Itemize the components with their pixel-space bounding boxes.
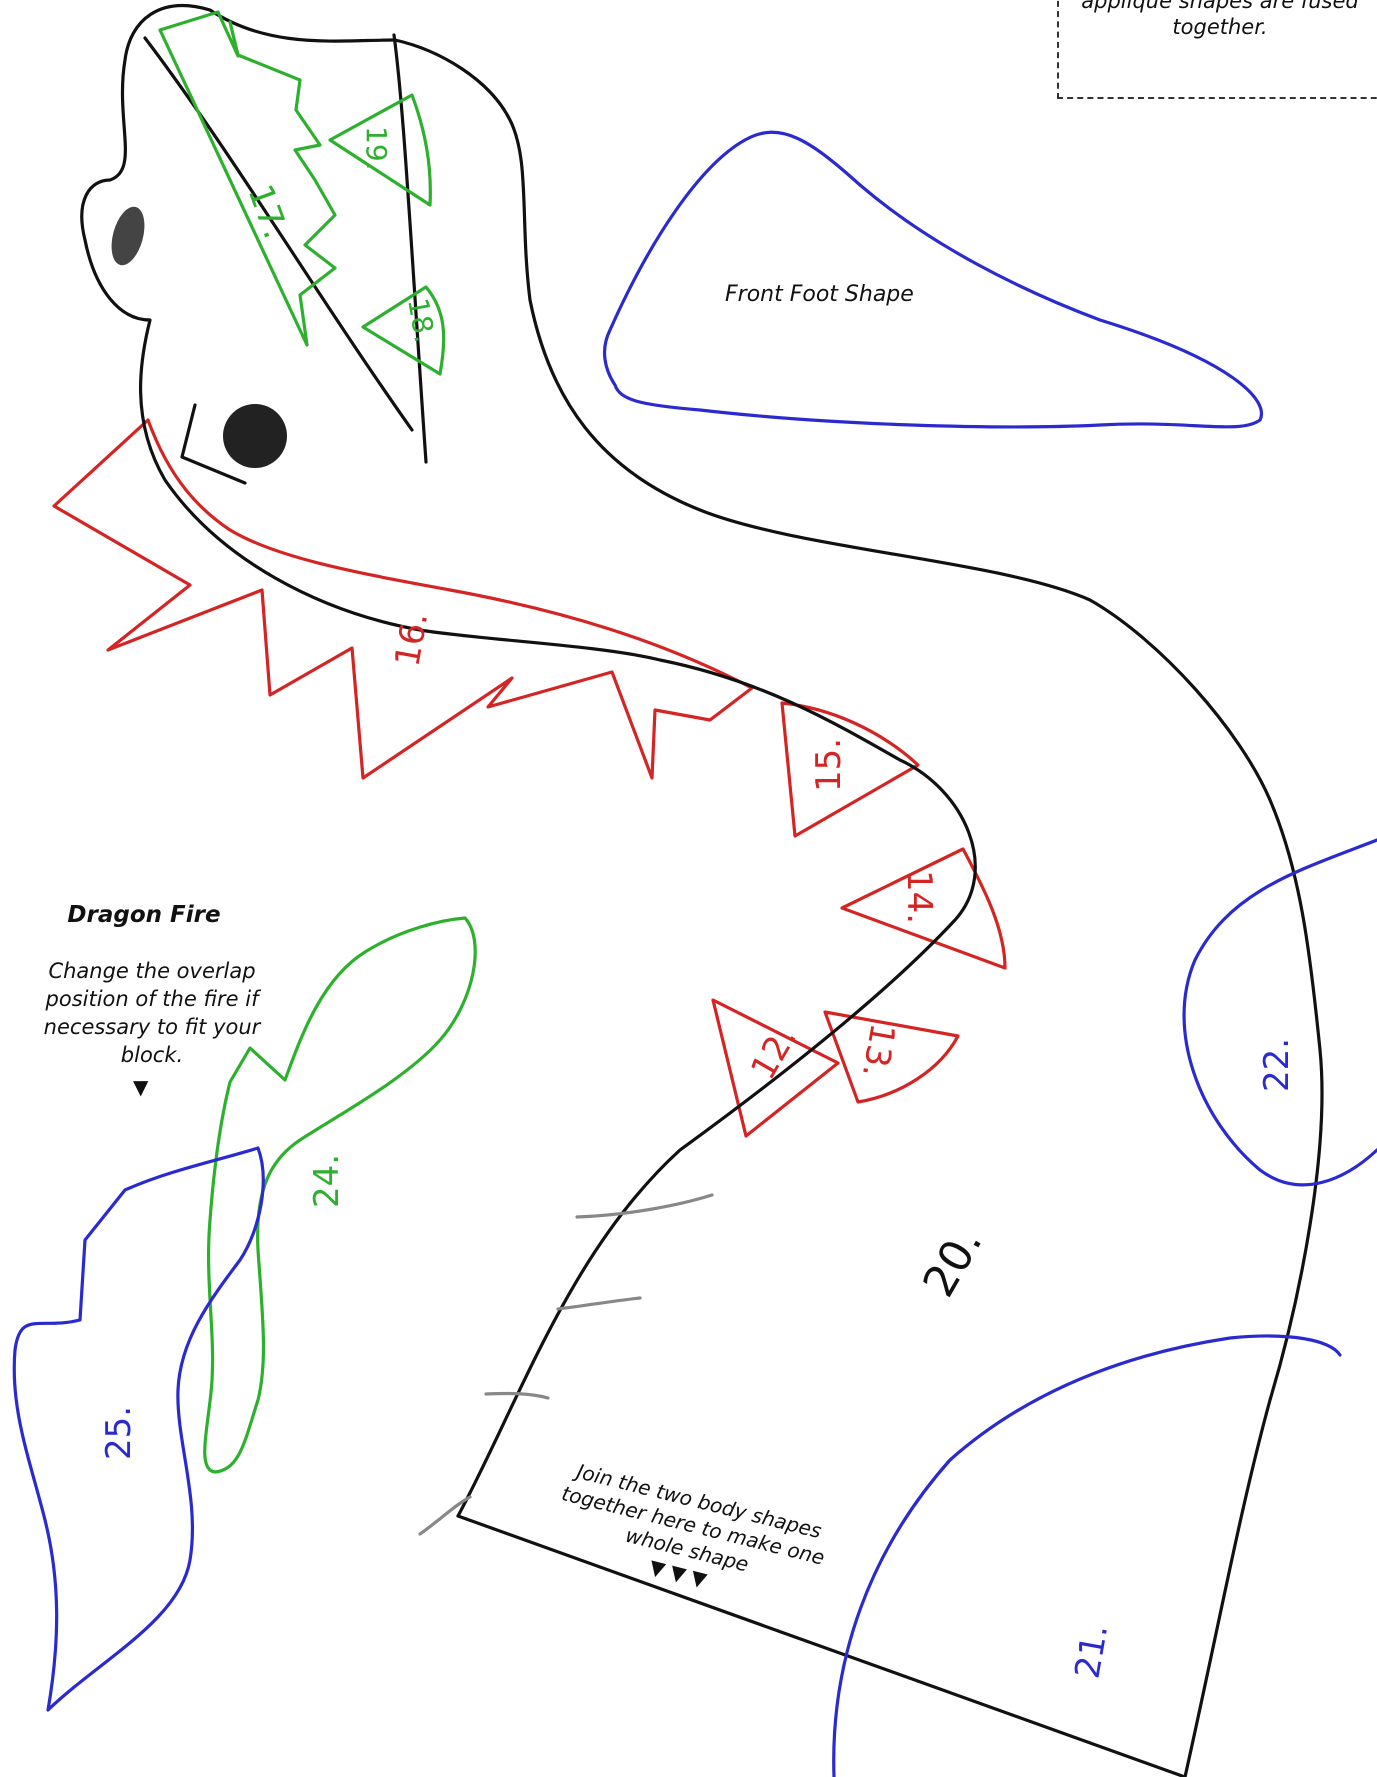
piece-24-label: 24. <box>307 1154 347 1208</box>
piece-22-label: 22. <box>1257 1038 1297 1092</box>
teeth-17 <box>160 12 335 345</box>
piece-19-label: 19. <box>360 126 393 171</box>
note-box-text: applique shapes are fused together. <box>1080 0 1360 40</box>
piece-20-label: 20. <box>913 1219 992 1305</box>
leg-mark-1 <box>577 1195 712 1217</box>
back-foot-22 <box>1184 840 1377 1185</box>
piece-14-label: 14. <box>899 870 939 924</box>
eye <box>223 404 287 468</box>
front-foot-shape <box>605 132 1262 427</box>
piece-12-label: 12. <box>743 1020 805 1087</box>
back-foot-21 <box>834 1336 1340 1777</box>
piece-18-label: 18. <box>401 295 441 345</box>
piece-21-label: 21. <box>1067 1621 1116 1681</box>
piece-25-label: 25. <box>99 1406 139 1460</box>
piece-15-label: 15. <box>809 738 849 792</box>
leg-mark-2 <box>558 1298 640 1309</box>
piece-13-label: 13. <box>854 1020 903 1080</box>
piece-17-label: 17. <box>240 179 296 243</box>
down-arrow-icon: ▼ <box>133 1075 148 1099</box>
front-foot-label: Front Foot Shape <box>725 282 914 307</box>
spike-15 <box>782 703 918 836</box>
leg-mark-4 <box>420 1497 470 1534</box>
dragon-fire-title: Dragon Fire <box>44 902 244 928</box>
nostril <box>106 203 151 269</box>
neck-spikes-16 <box>54 420 752 778</box>
piece-16-label: 16. <box>387 609 436 669</box>
dragon-fire-instructions: Change the overlap position of the fire … <box>20 957 284 1069</box>
jaw-line <box>394 35 426 462</box>
